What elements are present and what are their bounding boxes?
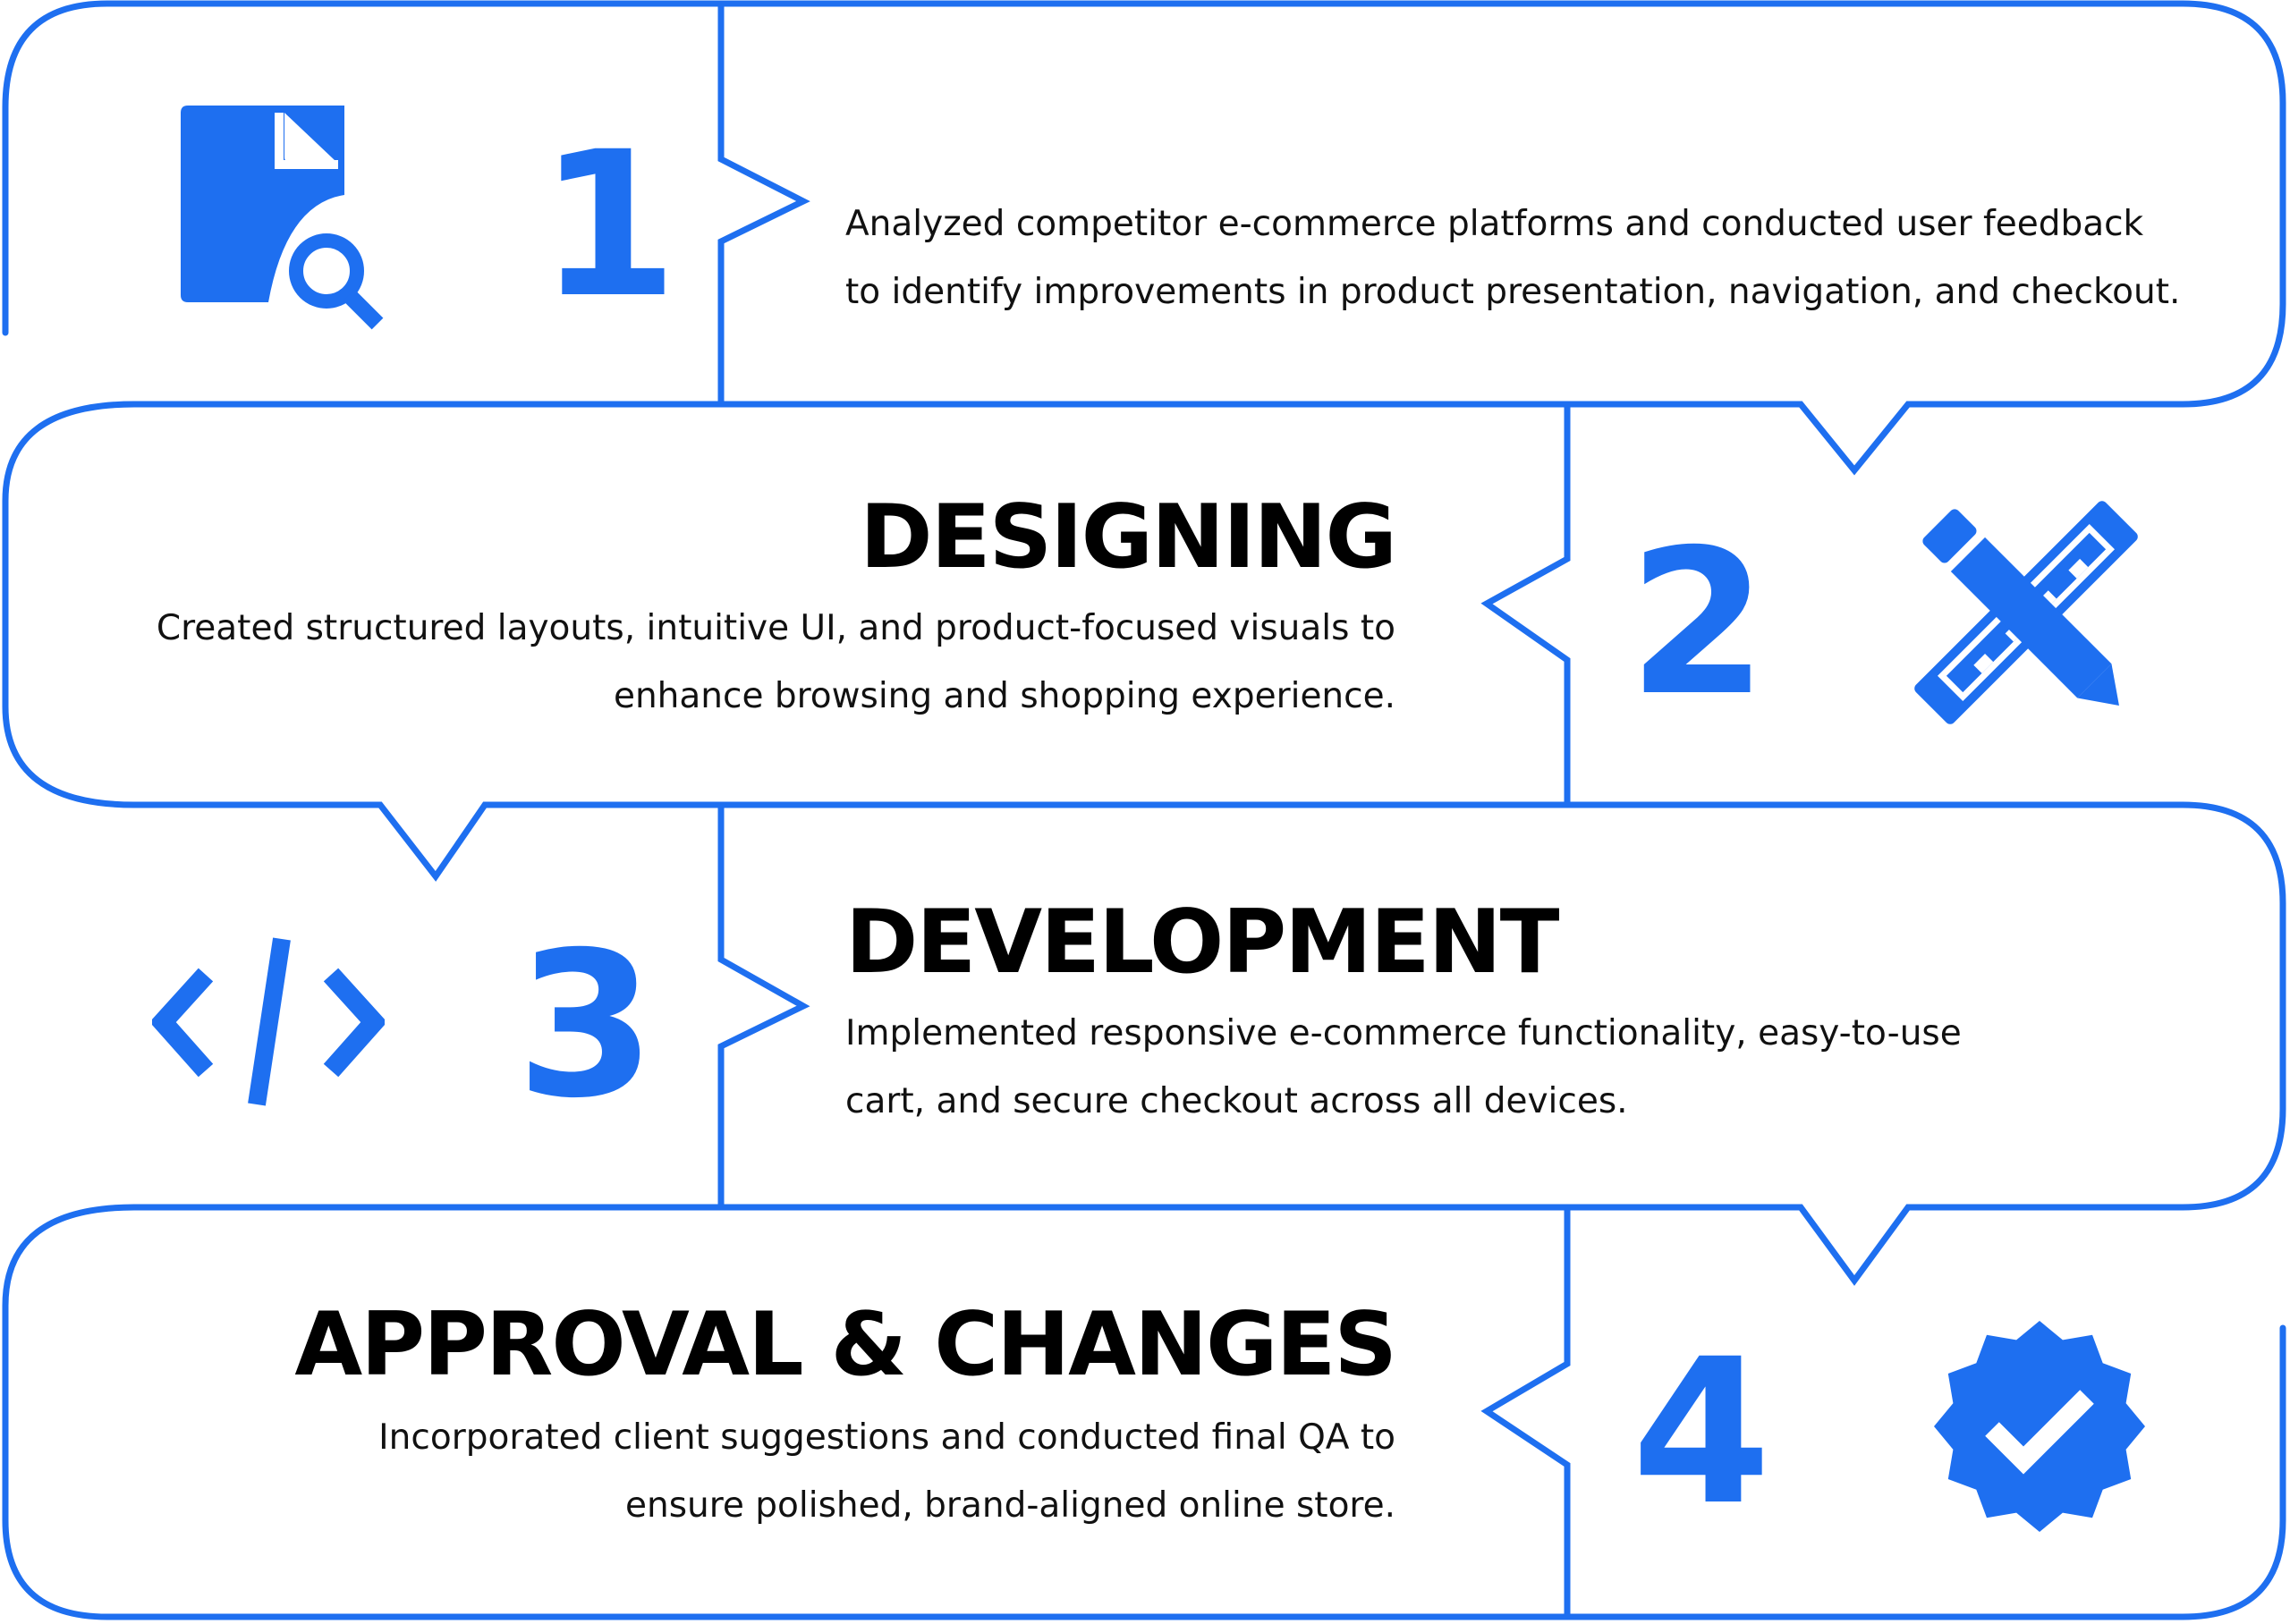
code-icon	[152, 937, 385, 1106]
description-line: ensure polished, brand-aligned online st…	[624, 1485, 1395, 1526]
step-description: Implemented responsive e-commerce functi…	[845, 1000, 2241, 1136]
description-line: Created structured layouts, intuitive UI…	[156, 608, 1395, 648]
step-description: Incorporated client suggestions and cond…	[54, 1404, 1395, 1540]
ruler-pencil-icon	[1914, 501, 2138, 724]
step-number: 2	[1628, 506, 1768, 740]
step-title: DEVELOPMENT	[845, 892, 1560, 994]
description-line: Incorporated client suggestions and cond…	[378, 1417, 1395, 1458]
step-number: 3	[516, 909, 656, 1142]
description-line: Analyzed competitor e-commerce platforms…	[845, 204, 2144, 244]
step-title: DESIGNING	[860, 486, 1397, 588]
step-description: Created structured layouts, intuitive UI…	[54, 595, 1395, 731]
step-number: 4	[1632, 1315, 1771, 1549]
document-search-icon	[181, 106, 384, 330]
step-title: APPROVAL & CHANGES	[294, 1294, 1397, 1396]
step-description: Analyzed competitor e-commerce platforms…	[845, 190, 2241, 326]
step-number: 1	[539, 108, 678, 342]
description-line: Implemented responsive e-commerce functi…	[845, 1013, 1962, 1053]
description-line: cart, and secure checkout across all dev…	[845, 1081, 1628, 1121]
verified-badge-icon	[1934, 1321, 2145, 1532]
description-line: to identify improvements in product pres…	[845, 272, 2181, 312]
description-line: enhance browsing and shopping experience…	[613, 676, 1395, 716]
